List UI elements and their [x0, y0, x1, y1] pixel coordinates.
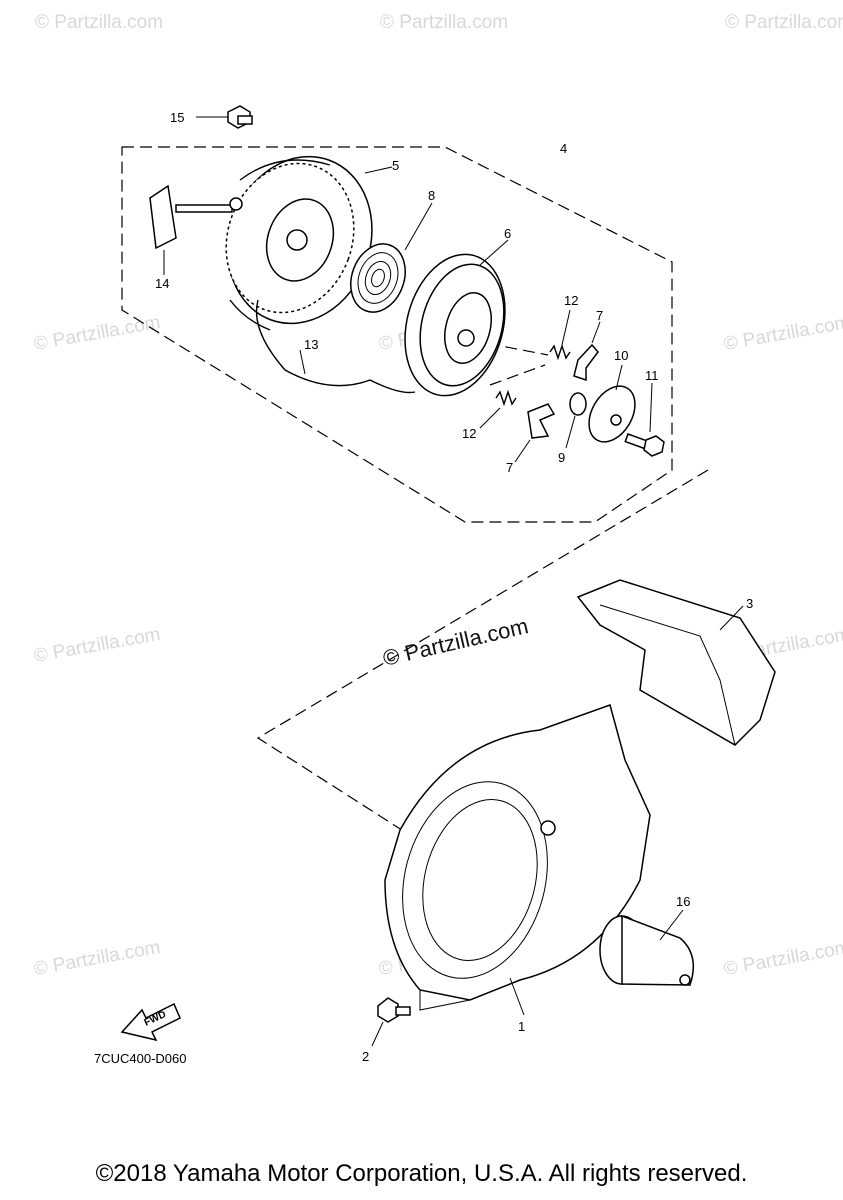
callout-2: 2	[362, 1049, 369, 1064]
callout-13: 13	[304, 337, 318, 352]
copyright-footer: ©2018 Yamaha Motor Corporation, U.S.A. A…	[95, 1160, 748, 1187]
cover-cylinder-16	[599, 909, 695, 986]
callout-6: 6	[504, 226, 511, 241]
callout-7-lower: 7	[506, 460, 513, 475]
washer-9	[565, 392, 587, 449]
diagram-code: 7CUC400-D060	[94, 1051, 187, 1066]
callout-5: 5	[392, 158, 399, 173]
shaft-axis	[469, 339, 549, 386]
starter-handle-14	[149, 184, 243, 275]
spiral-spring-8	[350, 202, 433, 313]
bolt-11	[624, 382, 665, 457]
friction-plate-10	[588, 364, 636, 443]
watermark-faint: © Partzilla.com	[32, 312, 162, 355]
spring-12-lower	[479, 389, 517, 429]
watermark-faint: © Partzilla.com	[35, 12, 163, 33]
air-duct-3	[576, 579, 776, 746]
watermark-faint: © Partzilla.com	[32, 624, 162, 667]
callout-1: 1	[518, 1019, 525, 1034]
starter-rope-13	[255, 299, 416, 394]
pawl-7-lower	[514, 403, 556, 463]
starter-case-5	[225, 155, 393, 331]
watermark-faint: © Partzilla.com	[32, 937, 162, 980]
spring-12-upper	[549, 309, 571, 361]
callout-10: 10	[614, 348, 628, 363]
pawl-7-upper	[573, 321, 601, 382]
callout-16: 16	[676, 894, 690, 909]
watermark-faint: © Partzilla.com	[722, 937, 843, 980]
callout-4: 4	[560, 141, 567, 156]
watermark-faint: © Partzilla.com	[725, 12, 843, 33]
bolt-2	[371, 997, 411, 1047]
callout-15: 15	[170, 110, 184, 125]
bolt-15	[196, 105, 253, 129]
callout-3: 3	[746, 596, 753, 611]
watermark-faint: © Partzilla.com	[722, 312, 843, 355]
fwd-arrow-icon: FWD	[120, 1002, 181, 1042]
watermark-main: © Partzilla.com	[381, 613, 531, 671]
callout-12-lower: 12	[462, 426, 476, 441]
callout-7-upper: 7	[596, 308, 603, 323]
callout-9: 9	[558, 450, 565, 465]
callout-11: 11	[645, 368, 659, 383]
assembly-leader	[256, 469, 709, 849]
callout-12-upper: 12	[564, 293, 578, 308]
assembly-boundary	[121, 146, 673, 523]
parts-diagram: © Partzilla.com © Partzilla.com © Partzi…	[32, 12, 843, 1066]
callout-14: 14	[155, 276, 169, 291]
drum-sheave-6	[404, 239, 509, 397]
callout-8: 8	[428, 188, 435, 203]
watermark-faint: © Partzilla.com	[380, 12, 508, 33]
